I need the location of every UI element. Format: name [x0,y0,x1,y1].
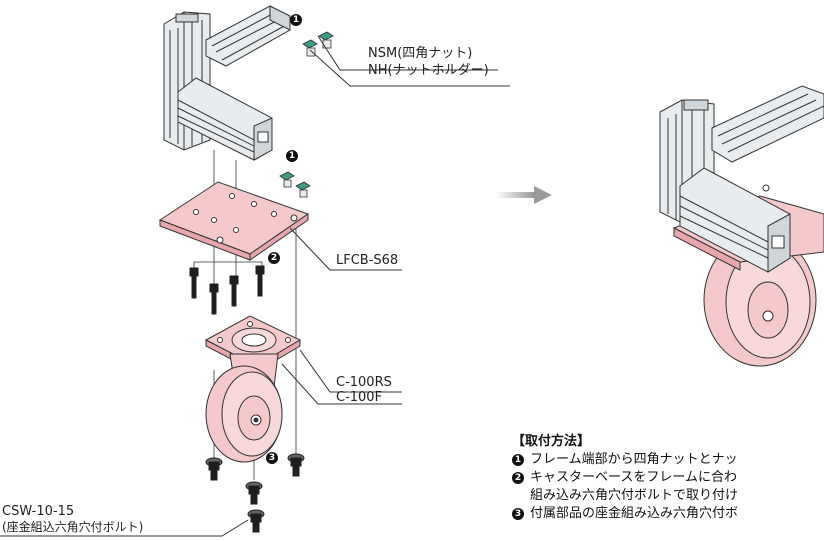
hex-bolt [209,283,219,315]
hex-bolt [255,265,265,297]
transition-arrow-icon [496,186,552,204]
nut-holder-label: NH(ナットホルダー) [368,63,489,78]
instruction-step-3-text: 付属部品の座金組み込み六角穴付ボ [530,506,739,521]
step-1-number: 1 [512,454,524,466]
square-nut [302,39,318,57]
caster-wheel-assembly [204,315,302,463]
caster-f-label: C-100F [336,390,383,405]
bolt-code-label: CSW-10-15 [2,504,75,519]
instruction-step-3: 3 付属部品の座金組み込み六角穴付ボ [512,505,824,523]
hex-bolt [189,267,199,299]
square-nut-group-top [302,31,334,57]
hex-bolt [229,275,239,307]
hex-bolt-group [189,265,265,315]
washer-bolt [287,453,305,477]
square-nut [279,171,295,188]
washer-bolt [245,481,263,505]
square-nut-group-mid [279,171,311,198]
bolt-bracket-lines [193,261,263,270]
caster-base-plate [158,181,310,261]
instructions-heading: 【取付方法】 [512,434,591,449]
nut-label: NSM(四角ナット) [368,46,473,61]
step-1-marker-mid: 1 [286,150,298,162]
instruction-step-2-text: キャスターベースをフレームに合わ [530,470,737,485]
washer-bolt [247,509,265,533]
base-plate-label: LFCB-S68 [336,253,399,268]
front-frame-profile [177,77,273,161]
square-nut [295,181,311,198]
step-2-marker: 2 [268,252,280,264]
nut-leader-lines [309,35,510,87]
assembled-view [659,85,824,367]
instruction-step-1: 1 フレーム端部から四角ナットとナッ [512,451,824,469]
washer-bolt-leader [0,519,249,537]
washer-bolt-group [205,453,305,533]
instruction-step-1-text: フレーム端部から四角ナットとナッ [530,452,738,467]
rear-frame-profile [205,5,291,67]
washer-bolt [205,457,223,481]
step-1-marker-top: 1 [290,14,302,26]
caster-rs-label: C-100RS [336,375,392,390]
instructions-panel: 【取付方法】 1 フレーム端部から四角ナットとナッ 2 キャスターベースをフレー… [512,432,824,523]
caster-leader-lines [281,349,402,405]
square-nut [318,31,334,49]
step-3-number: 3 [512,508,524,520]
step-2-number: 2 [512,472,524,484]
step-3-marker: 3 [266,452,278,464]
instruction-step-2-continued: 組み込み六角穴付ボルトで取り付け [530,488,739,503]
base-plate-leader [289,227,331,271]
instruction-step-2: 2 キャスターベースをフレームに合わ [512,469,824,487]
bolt-description-label: (座金組込六角穴付ボルト) [2,520,144,534]
